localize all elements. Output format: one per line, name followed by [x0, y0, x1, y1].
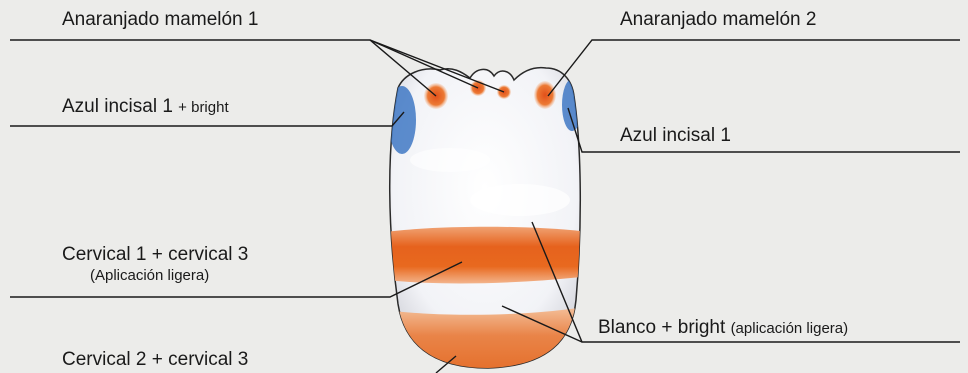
label-mamelon-1: Anaranjado mamelón 1: [62, 10, 258, 29]
blue-incisal-left: [388, 86, 416, 154]
label-azul-incisal: Azul incisal 1: [620, 126, 731, 145]
label-azul-bright-suffix: + bright: [178, 99, 228, 116]
label-blanco-suffix: (aplicación ligera): [731, 320, 849, 337]
label-cervical13-note: (Aplicación ligera): [90, 268, 209, 283]
label-azul-bright: Azul incisal 1 + bright: [62, 97, 229, 116]
cervical-band-1: [386, 227, 590, 284]
label-cervical23: Cervical 2 + cervical 3: [62, 350, 248, 369]
leader-mamelon2: [548, 40, 960, 96]
label-mamelon-2: Anaranjado mamelón 2: [620, 10, 816, 29]
label-blanco-main: Blanco + bright: [598, 317, 725, 338]
leader-mamelon1: [10, 40, 436, 96]
label-cervical13: Cervical 1 + cervical 3: [62, 245, 248, 264]
tooth-illustration: [386, 68, 590, 372]
label-azul-bright-main: Azul incisal 1: [62, 96, 173, 117]
cervical-band-2: [386, 306, 590, 372]
mamelon-orange-4: [534, 81, 556, 109]
label-blanco: Blanco + bright (aplicación ligera): [598, 318, 848, 337]
